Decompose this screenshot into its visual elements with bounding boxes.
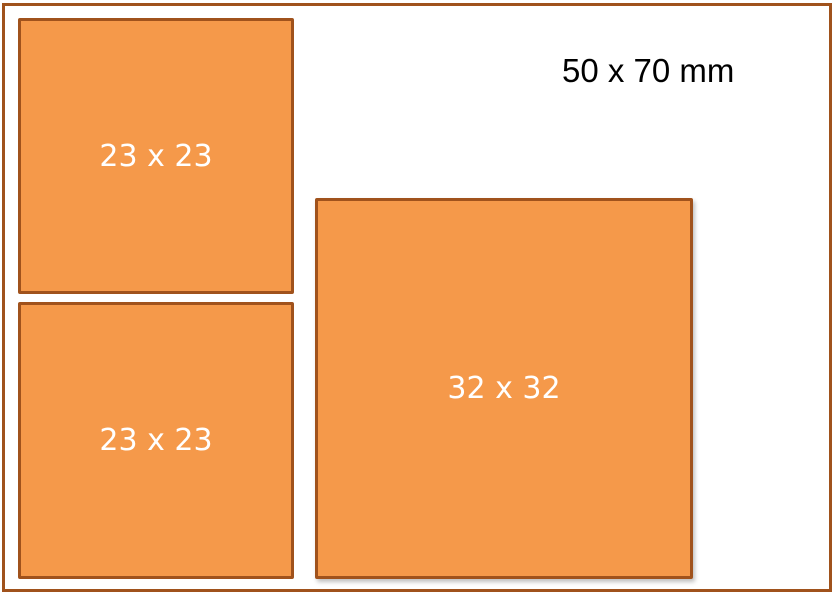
square-32: 32 x 32: [315, 198, 693, 579]
square-23-bottom-label: 23 x 23: [99, 423, 213, 458]
sheet-size-label: 50 x 70 mm: [562, 52, 735, 89]
square-32-label: 32 x 32: [447, 371, 561, 406]
square-23-bottom: 23 x 23: [18, 302, 294, 579]
square-23-top: 23 x 23: [18, 18, 294, 294]
square-23-top-label: 23 x 23: [99, 138, 213, 174]
